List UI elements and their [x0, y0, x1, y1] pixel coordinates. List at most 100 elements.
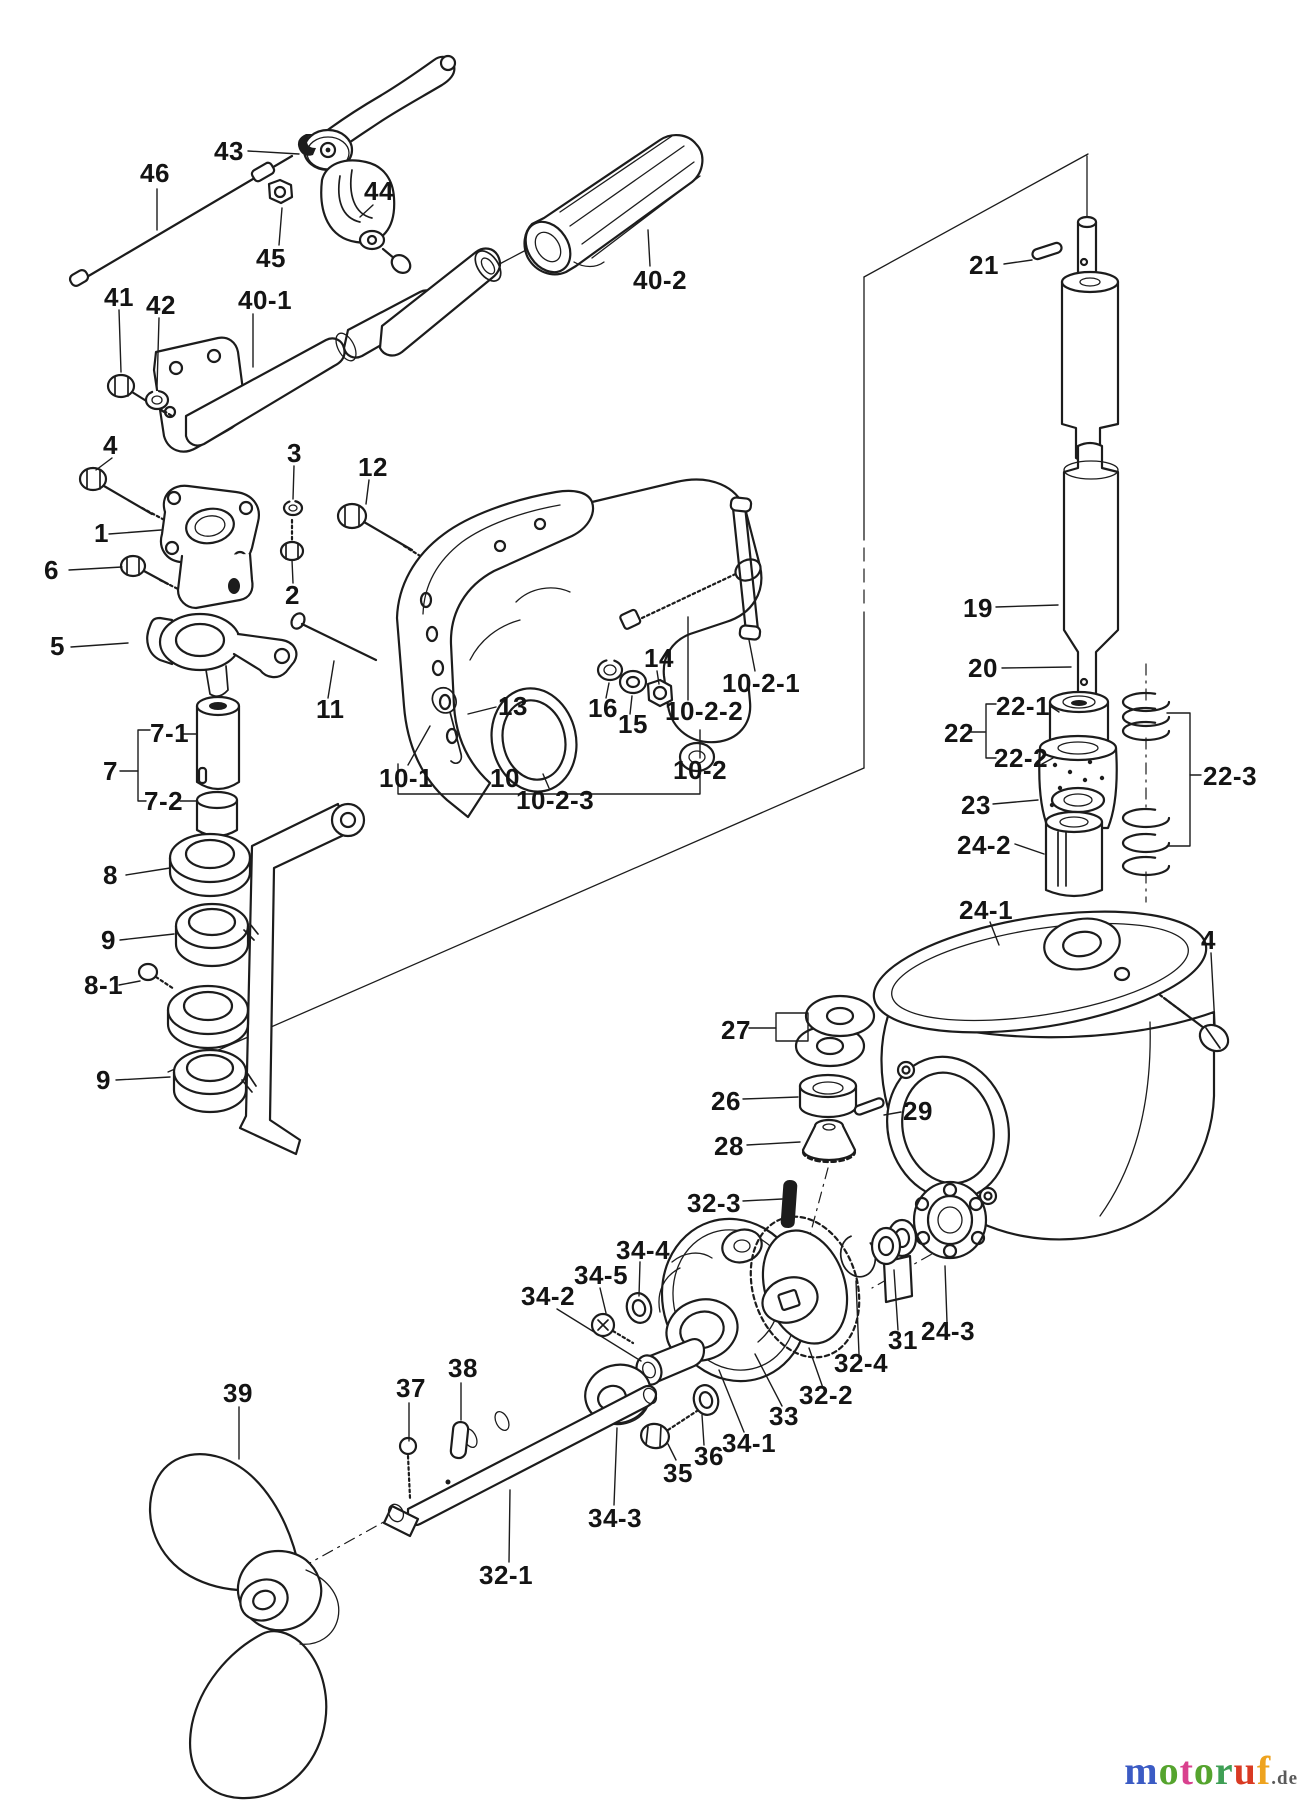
- mount-flange-group: [159, 484, 260, 610]
- lever-end-hook: [439, 54, 457, 72]
- prop-shaft-group: [149, 1384, 658, 1800]
- o-rings-22-3: [1121, 691, 1171, 877]
- bolt-4-head: [78, 466, 108, 492]
- leader-line-4R: [1210, 952, 1216, 1027]
- leader-line-24-3: [944, 1265, 948, 1323]
- leader-line-27: [775, 1012, 809, 1042]
- leader-line-9b: [115, 1076, 171, 1081]
- part-label-32-2: 32-2: [799, 1380, 853, 1410]
- leader-line-19: [995, 604, 1059, 608]
- leader-line-36: [701, 1414, 705, 1446]
- part-label-10-1: 10-1: [379, 763, 433, 793]
- leader-line-22: [985, 703, 997, 759]
- leader-line-41: [118, 309, 122, 373]
- part-label-10-2-1: 10-2-1: [722, 668, 800, 698]
- watermark-suffix: .de: [1271, 1768, 1298, 1789]
- gear-cluster-group: [584, 994, 988, 1450]
- leader-line-5: [70, 642, 129, 648]
- part-label-10-2: 10-2: [673, 755, 727, 785]
- part-label-12: 12: [358, 452, 388, 482]
- part-label-41: 41: [104, 282, 134, 312]
- part-label-21: 21: [969, 250, 999, 280]
- part-label-32-3: 32-3: [687, 1188, 741, 1218]
- part-label-8: 8: [103, 860, 118, 890]
- leader-line-35: [667, 1443, 677, 1461]
- leader-line-34-1: [718, 1369, 745, 1433]
- leader-line-9a: [119, 933, 175, 941]
- part-label-33: 33: [769, 1401, 799, 1431]
- leader-line-10-1: [407, 725, 431, 766]
- tiller-handle-group: [152, 134, 704, 453]
- leader-line-14: [656, 670, 660, 685]
- leader-line-15: [629, 695, 633, 715]
- watermark-letter: f: [1256, 1748, 1272, 1793]
- part-label-10-2-3: 10-2-3: [516, 785, 594, 815]
- watermark-word: motoruf: [1124, 1748, 1271, 1793]
- part-label-40-1: 40-1: [238, 285, 292, 315]
- part-label-40-2: 40-2: [633, 265, 687, 295]
- bolt-12-head: [336, 502, 368, 530]
- part-label-26: 26: [711, 1086, 741, 1116]
- mount-rings-group: [137, 832, 259, 1114]
- leader-line-31: [893, 1269, 899, 1331]
- part-label-23: 23: [961, 790, 991, 820]
- washer-15: [618, 669, 648, 695]
- swivel-clamp-group: [146, 612, 298, 698]
- rod-fitting: [250, 161, 276, 183]
- part-label-16: 16: [588, 693, 618, 723]
- bolt-41-head: [106, 373, 136, 399]
- part-label-5: 5: [50, 631, 65, 661]
- leader-line-33: [754, 1353, 783, 1407]
- t-handle-bar: [731, 504, 760, 634]
- gearcase-housing-group: [872, 910, 1230, 1241]
- leader-line-32-1: [508, 1489, 511, 1563]
- leader-line-45: [278, 207, 283, 246]
- bolt-2-head: [279, 540, 305, 562]
- circlip-3: [282, 499, 304, 517]
- leader-line-10-2-3: [542, 773, 550, 789]
- part-label-24-3: 24-3: [921, 1316, 975, 1346]
- watermark-letter: m: [1124, 1748, 1159, 1793]
- part-label-22: 22: [944, 718, 974, 748]
- gear-32-2: [749, 1215, 861, 1359]
- leader-line-8-1: [118, 980, 141, 986]
- leader-line-2: [291, 559, 294, 584]
- leader-line-22-1: [1049, 705, 1060, 713]
- steering-shaft-group: [195, 695, 241, 838]
- washer-36: [692, 1384, 720, 1416]
- watermark-letter: o: [1158, 1748, 1180, 1793]
- collar-ear: [358, 229, 386, 251]
- part-label-28: 28: [714, 1131, 744, 1161]
- leader-line-4L: [95, 457, 113, 471]
- part-label-34-4: 34-4: [616, 1235, 670, 1265]
- leader-line-7: [137, 729, 151, 802]
- pin-29: [853, 1097, 885, 1116]
- leader-line-43: [247, 150, 300, 155]
- part-label-38: 38: [448, 1353, 478, 1383]
- part-label-24-1: 24-1: [959, 895, 1013, 925]
- bracket-boss: [678, 741, 716, 773]
- leader-line-24-1: [989, 921, 1000, 946]
- part-label-8-1: 8-1: [84, 970, 123, 1000]
- part-label-3: 3: [287, 438, 302, 468]
- drive-shaft-19: [1062, 441, 1120, 705]
- clamp-screw-thread: [640, 568, 746, 620]
- stern-bracket-group: [395, 478, 763, 819]
- leader-line-26: [742, 1096, 799, 1100]
- part-label-2: 2: [285, 580, 300, 610]
- part-label-39: 39: [223, 1378, 253, 1408]
- ball-bearing-24-3: [912, 1180, 988, 1260]
- clamp-nut: [267, 178, 294, 205]
- part-label-32-1: 32-1: [479, 1560, 533, 1590]
- leader-line-20: [1001, 666, 1072, 669]
- part-label-44: 44: [364, 176, 394, 206]
- part-label-10-2-2: 10-2-2: [665, 696, 743, 726]
- part-label-29: 29: [903, 1096, 933, 1126]
- leader-line-12: [365, 479, 370, 505]
- handle-grip: [523, 134, 704, 276]
- leader-line-34-3: [613, 1427, 618, 1506]
- leader-line-40-2: [647, 229, 651, 267]
- leader-line-21: [1003, 259, 1033, 265]
- leader-line-44: [359, 204, 374, 218]
